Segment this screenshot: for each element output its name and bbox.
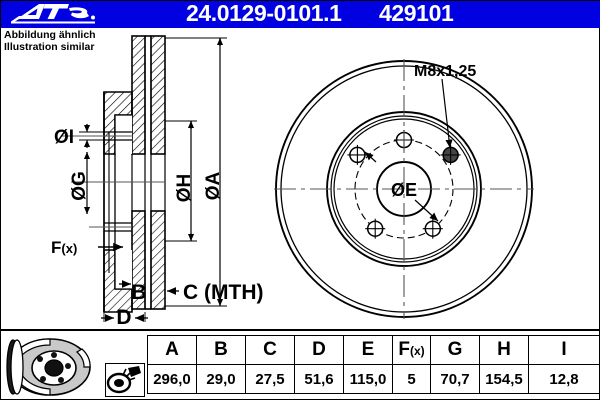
dimensions-table: A B C D E F(x) G H I 296,0 29,0 27,5 51,…: [147, 335, 600, 394]
illustration-note: Abbildung ähnlich Illustration similar: [4, 29, 96, 53]
value-i: 12,8: [528, 364, 600, 394]
bolt-hole-threaded: [440, 144, 461, 165]
label-thread: M8x1,25: [414, 63, 476, 80]
value-e: 115,0: [343, 364, 393, 394]
technical-drawing: ØI ØG F(x): [1, 28, 600, 329]
col-header-f: F(x): [392, 335, 431, 365]
label-dia-e: ØE: [391, 180, 417, 200]
coating-spray-icon: [105, 363, 145, 397]
label-dia-g: ØG: [69, 171, 90, 201]
brake-disc-icon: [4, 334, 102, 398]
dimension-dia-a: ØA: [165, 37, 227, 307]
col-header-d: D: [294, 335, 344, 365]
section-bolt-holes: [104, 131, 132, 232]
col-header-f-main: F: [398, 339, 410, 360]
value-c: 27,5: [245, 364, 295, 394]
dimensions-panel: A B C D E F(x) G H I 296,0 29,0 27,5 51,…: [1, 329, 600, 401]
col-header-f-sub: (x): [409, 344, 425, 358]
table-values-row: 296,0 29,0 27,5 51,6 115,0 5 70,7 154,5 …: [147, 364, 600, 394]
note-line-en: Illustration similar: [4, 41, 95, 53]
callout-thread: M8x1,25: [414, 63, 476, 149]
value-d: 51,6: [294, 364, 344, 394]
value-h: 154,5: [479, 364, 529, 394]
col-header-a: A: [147, 335, 197, 365]
value-b: 29,0: [196, 364, 246, 394]
dimension-dia-g: ØG: [69, 152, 91, 214]
front-face-view: M8x1,25 ØE: [274, 59, 534, 319]
value-a: 296,0: [147, 364, 197, 394]
bolt-circle: [354, 139, 454, 239]
part-number: 24.0129-0101.1: [186, 0, 342, 26]
dimension-dia-h: ØH: [165, 120, 197, 242]
col-header-h: H: [479, 335, 529, 365]
col-header-c: C: [245, 335, 295, 365]
value-g: 70,7: [430, 364, 480, 394]
bolt-hole: [365, 218, 386, 239]
col-header-e: E: [343, 335, 393, 365]
dimension-c-mth: C (MTH): [167, 281, 263, 304]
section-lower-ring: [131, 210, 166, 310]
dimension-dia-i: ØI: [54, 124, 104, 148]
col-header-g: G: [430, 335, 480, 365]
label-f-x: F(x): [51, 238, 77, 257]
ate-logo: [9, 2, 104, 27]
section-mounting-face: [103, 92, 116, 312]
header-bar: 24.0129-0101.1 429101: [1, 0, 600, 28]
section-upper-ring: [131, 35, 166, 155]
cross-section-view: ØI ØG F(x): [51, 35, 263, 329]
bolt-hole: [422, 218, 443, 239]
dimension-b: B: [131, 281, 146, 304]
col-header-i: I: [528, 335, 600, 365]
label-b: B: [131, 281, 146, 304]
col-header-b: B: [196, 335, 246, 365]
callout-f-x: F(x): [51, 238, 123, 257]
bolt-hole: [347, 144, 368, 165]
section-hub-bottom: [103, 249, 133, 313]
label-dia-a: ØA: [203, 171, 224, 200]
label-dia-i: ØI: [54, 127, 74, 148]
label-c-mth: C (MTH): [183, 281, 263, 304]
value-f: 5: [392, 364, 431, 394]
centre-lines: [274, 59, 534, 319]
dimension-d: D: [101, 280, 148, 329]
dimension-dia-e: ØE: [364, 151, 439, 222]
reference-number: 429101: [379, 0, 454, 26]
label-dia-h: ØH: [174, 174, 195, 203]
table-header-row: A B C D E F(x) G H I: [147, 335, 600, 365]
section-hub-top: [103, 91, 133, 155]
label-d: D: [116, 306, 131, 329]
note-line-de: Abbildung ähnlich: [4, 29, 96, 41]
